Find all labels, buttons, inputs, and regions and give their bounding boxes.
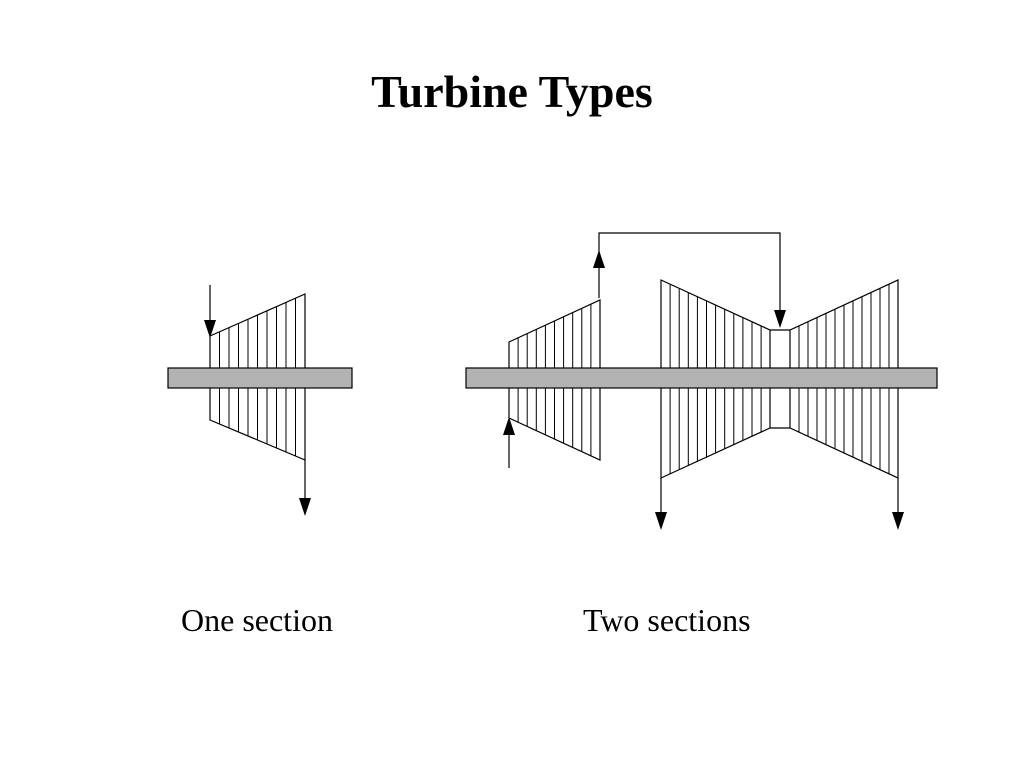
one-section-caption: One section xyxy=(181,602,333,638)
slide-title: Turbine Types xyxy=(371,66,653,117)
one-section-exhaust-arrow xyxy=(299,460,311,516)
two-section-shaft xyxy=(465,367,938,389)
right-exhaust-arrow xyxy=(892,478,904,530)
high-pressure-inlet-arrow xyxy=(503,417,515,468)
one-section-inlet-arrow xyxy=(204,285,216,338)
left-exhaust-arrow xyxy=(655,478,667,530)
one-section-turbine xyxy=(167,285,353,516)
one-section-shaft xyxy=(167,367,353,389)
crossover-pipe-arrow xyxy=(593,232,786,328)
two-section-turbine xyxy=(465,232,938,530)
high-pressure-section-casing xyxy=(508,299,601,461)
two-sections-caption: Two sections xyxy=(583,602,751,638)
